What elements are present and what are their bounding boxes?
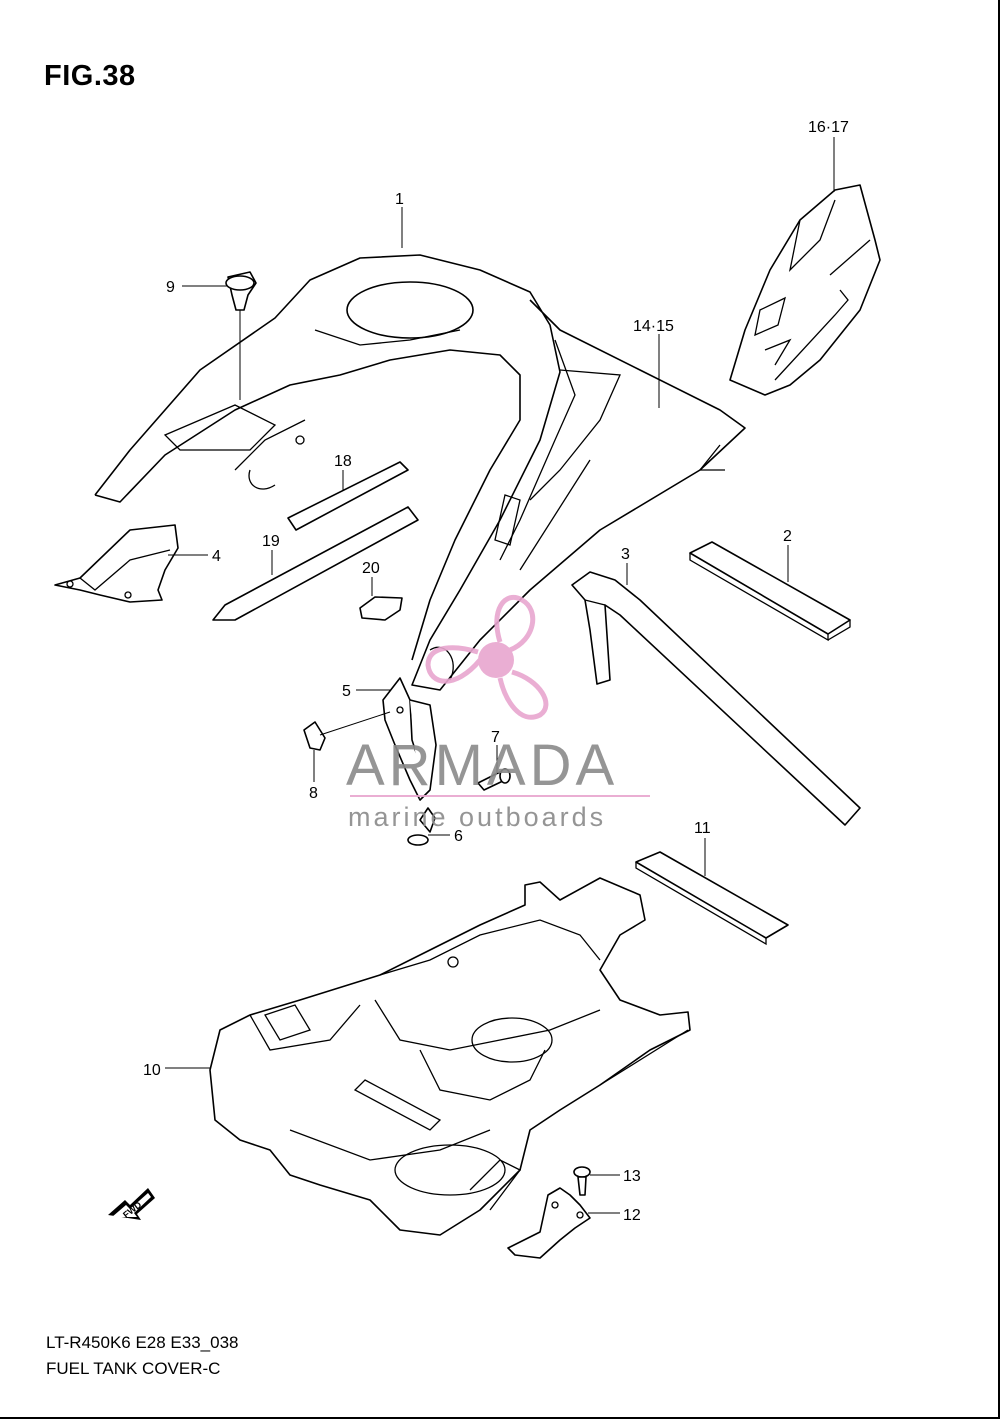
part-12-bracket — [507, 1187, 591, 1259]
model-code: LT-R450K6 E28 E33_038 — [46, 1333, 239, 1352]
figure-caption: FUEL TANK COVER-C — [46, 1359, 221, 1378]
callout-labels: 1 2 3 4 5 6 7 8 9 10 11 12 13 14·15 16·1… — [143, 119, 849, 1224]
figure-title: FIG.38 — [44, 60, 136, 92]
part-18-strip — [287, 461, 409, 531]
part-16-17-decal — [729, 184, 881, 396]
part-9-rivet — [225, 271, 257, 311]
callout-12: 12 — [623, 1207, 641, 1224]
callout-14-15: 14·15 — [633, 318, 674, 335]
callout-7: 7 — [491, 729, 500, 746]
callout-4: 4 — [212, 548, 221, 565]
part-6-screw — [407, 807, 436, 846]
callout-9: 9 — [166, 279, 175, 296]
watermark-brand: ARMADA — [346, 733, 618, 798]
part-7-screw — [477, 768, 511, 791]
part-3-bracket — [571, 571, 861, 826]
propeller-logo-icon — [425, 595, 549, 720]
callout-5: 5 — [342, 683, 351, 700]
part-13-bolt — [573, 1166, 591, 1196]
callout-20: 20 — [362, 560, 380, 577]
callout-11: 11 — [694, 820, 711, 837]
leader-lines — [165, 137, 835, 1214]
watermark: ARMADA marine outboards — [346, 595, 650, 832]
watermark-tagline: marine outboards — [348, 802, 606, 832]
callout-2: 2 — [783, 528, 792, 545]
part-2-strip — [689, 541, 851, 642]
callout-10: 10 — [143, 1062, 161, 1079]
callout-13: 13 — [623, 1168, 641, 1185]
part-4-bracket — [54, 524, 179, 603]
part-1-fuel-tank-cover — [94, 254, 746, 691]
callout-8: 8 — [309, 785, 318, 802]
callout-1: 1 — [395, 191, 404, 208]
part-11-strip — [635, 851, 789, 946]
part-19-strip — [212, 506, 419, 621]
part-8-clip — [303, 721, 326, 751]
fwd-arrow-icon: FWD — [108, 1188, 155, 1220]
callout-19: 19 — [262, 533, 280, 550]
part-10-tray — [209, 877, 691, 1236]
callout-3: 3 — [621, 546, 630, 563]
callout-18: 18 — [334, 453, 352, 470]
part-5-bracket — [382, 677, 437, 801]
callout-6: 6 — [454, 828, 463, 845]
part-20-pad — [359, 596, 403, 621]
callout-16-17: 16·17 — [808, 119, 849, 136]
